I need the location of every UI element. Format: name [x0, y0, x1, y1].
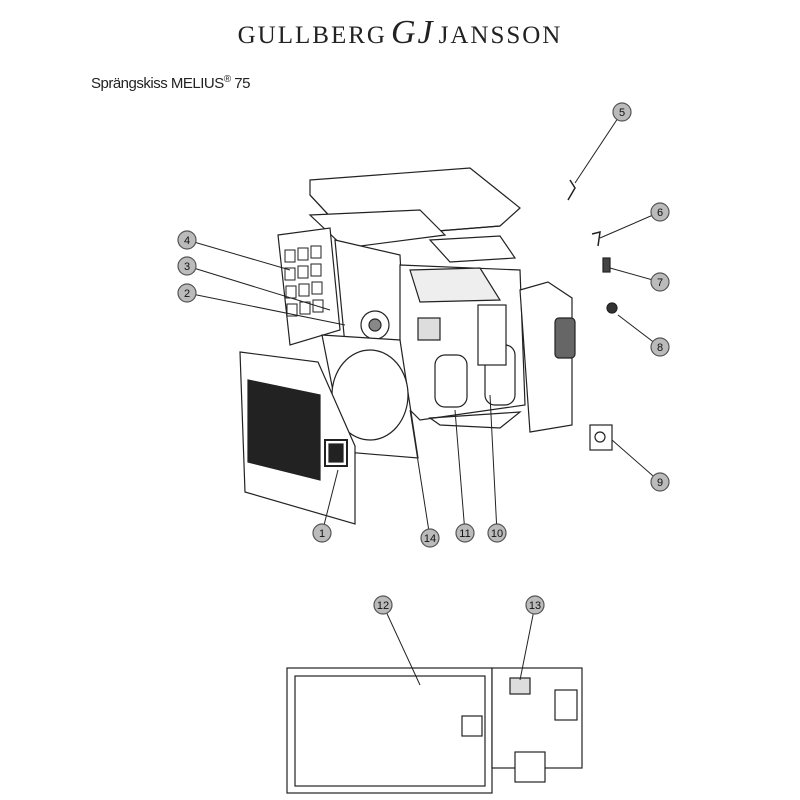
compressor	[434, 304, 516, 408]
callout-4: 4	[177, 230, 291, 271]
control-box	[409, 267, 502, 341]
leader-line	[574, 111, 623, 184]
sensor-part-5	[567, 179, 576, 201]
title-text: Sprängskiss MELIUS	[91, 75, 224, 92]
electrical-box	[286, 667, 583, 794]
callout-circle	[650, 202, 670, 222]
callout-11: 11	[454, 409, 475, 543]
callout-number: 11	[459, 528, 470, 540]
leader-line	[382, 604, 421, 686]
callout-circle	[177, 283, 197, 303]
fan-motor	[360, 310, 390, 340]
callout-3: 3	[177, 256, 331, 311]
brand-right: JANSSON	[438, 22, 563, 49]
callout-circle	[373, 595, 393, 615]
leader-line	[186, 239, 291, 271]
side-panel	[519, 281, 576, 433]
fan-plate	[321, 334, 419, 459]
callout-circle	[650, 472, 670, 492]
callout-circle	[312, 523, 332, 543]
callout-number: 14	[424, 533, 436, 545]
callout-circle	[177, 256, 197, 276]
callout-circle	[525, 595, 545, 615]
callout-circle	[650, 272, 670, 292]
callout-circle	[650, 337, 670, 357]
leader-line	[599, 211, 661, 239]
switch-part-8	[606, 302, 618, 314]
leader-line	[186, 292, 346, 326]
callout-7: 7	[609, 267, 670, 292]
leader-line	[321, 469, 339, 534]
side-top-panel	[428, 235, 517, 263]
valve-part-9	[589, 424, 613, 451]
inner-top-panel	[308, 209, 447, 249]
callout-number: 1	[319, 528, 325, 540]
leader-line	[489, 394, 498, 534]
registered-mark: ®	[223, 74, 231, 85]
callout-number: 13	[529, 600, 541, 612]
callout-5: 5	[574, 102, 632, 184]
page-title: Sprängskiss MELIUS® 75	[91, 74, 250, 92]
callout-6: 6	[599, 202, 670, 239]
callout-circle	[420, 528, 440, 548]
brand-monogram: GJ	[390, 14, 435, 51]
callout-8: 8	[617, 314, 670, 357]
callout-number: 2	[184, 288, 190, 300]
front-panel	[239, 351, 356, 525]
valve-part-7	[602, 257, 611, 273]
callout-number: 4	[184, 235, 190, 247]
callout-1: 1	[312, 469, 339, 543]
callout-circle	[177, 230, 197, 250]
callout-10: 10	[487, 394, 507, 543]
brand-left: GULLBERG	[237, 22, 387, 49]
callout-9: 9	[611, 439, 670, 492]
callout-number: 10	[491, 528, 503, 540]
callout-number: 8	[657, 342, 663, 354]
leader-line	[454, 409, 466, 534]
callout-number: 7	[657, 277, 663, 289]
callout-number: 6	[657, 207, 663, 219]
rear-grille-panel	[277, 227, 341, 346]
callout-2: 2	[177, 283, 346, 326]
callout-number: 12	[377, 600, 389, 612]
leader-line	[611, 439, 661, 483]
leader-line	[519, 604, 536, 681]
callout-number: 5	[619, 107, 625, 119]
callout-12: 12	[373, 595, 421, 686]
callout-circle	[612, 102, 632, 122]
callout-14: 14	[409, 409, 440, 548]
model-number: 75	[234, 75, 250, 92]
callout-13: 13	[519, 595, 545, 681]
leader-line	[186, 265, 331, 311]
sensor-part-6	[591, 231, 601, 247]
callout-number: 3	[184, 261, 190, 273]
callout-circle	[487, 523, 507, 543]
callout-number: 9	[657, 477, 663, 489]
callout-circle	[455, 523, 475, 543]
leader-line	[409, 409, 431, 539]
